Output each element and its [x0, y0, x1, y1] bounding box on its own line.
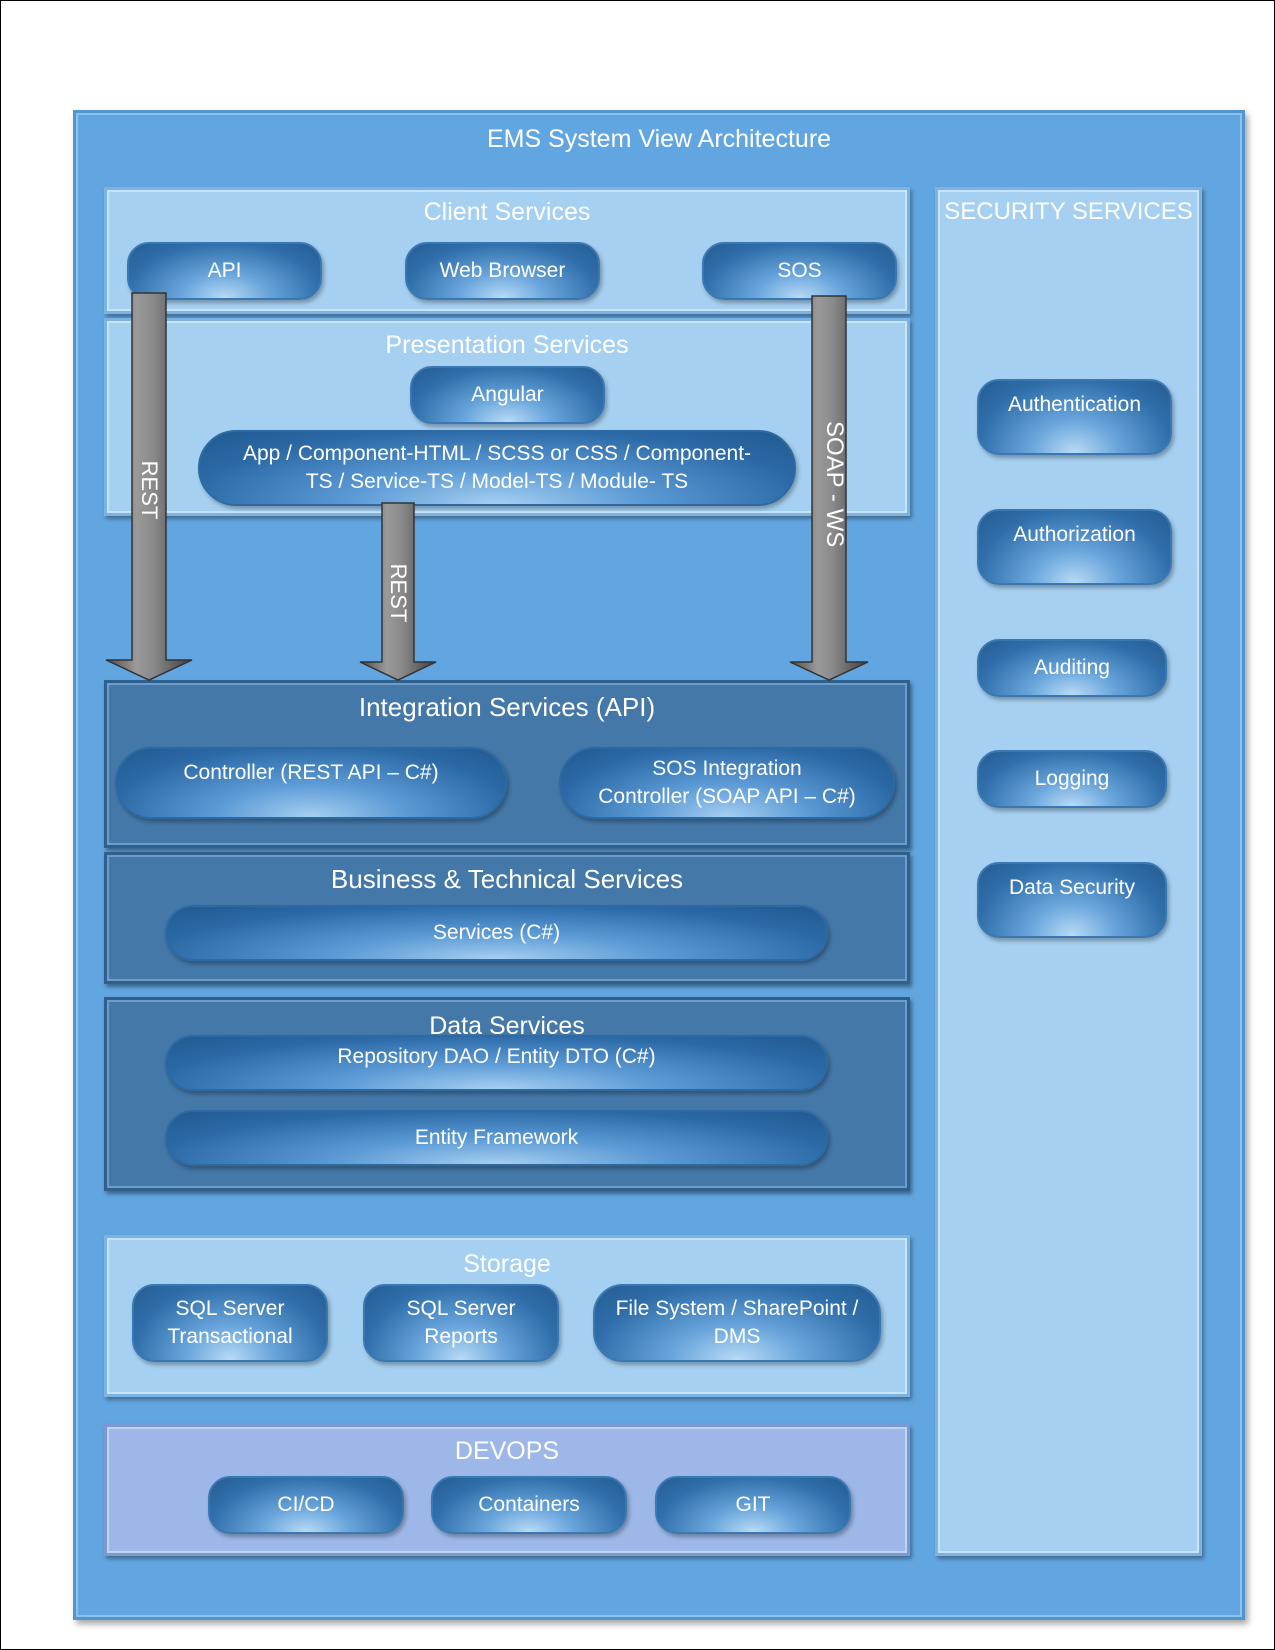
rest-middle-label: REST	[386, 563, 411, 623]
repository-node: Repository DAO / Entity DTO (C#)	[165, 1035, 828, 1091]
cicd-node: CI/CD	[208, 1476, 404, 1534]
sql-reports-line2: Reports	[424, 1325, 498, 1348]
rest-left-label: REST	[137, 460, 162, 520]
services-node: Services (C#)	[165, 905, 828, 961]
file-system-line2: DMS	[713, 1325, 761, 1348]
sql-transactional-line1: SQL Server	[175, 1296, 285, 1320]
app-components-line1: App / Component-HTML / SCSS or CSS / Com…	[242, 441, 752, 465]
api-client-node: API	[127, 242, 322, 300]
sql-transactional-line2: Transactional	[167, 1325, 293, 1348]
data-security-node: Data Security	[977, 862, 1167, 938]
web-browser-node: Web Browser	[405, 242, 600, 300]
git-node: GIT	[655, 1476, 851, 1534]
authentication-node: Authentication	[977, 379, 1172, 455]
file-system-node: File System / SharePoint / DMS	[593, 1284, 881, 1362]
app-components-line2: TS / Service-TS / Model-TS / Module- TS	[305, 470, 689, 493]
soap-label: SOAP - WS	[821, 421, 848, 548]
security-services-title: SECURITY SERVICES	[944, 198, 1193, 225]
entity-framework-node: Entity Framework	[165, 1110, 828, 1166]
logging-node: Logging	[977, 750, 1167, 808]
sos-integration-controller-node: SOS Integration Controller (SOAP API – C…	[559, 747, 895, 819]
presentation-services-title: Presentation Services	[385, 331, 629, 359]
sql-transactional-node: SQL Server Transactional	[132, 1284, 328, 1362]
business-services-title: Business & Technical Services	[330, 864, 684, 894]
sql-reports-line1: SQL Server	[406, 1296, 516, 1320]
devops-title: DEVOPS	[454, 1437, 560, 1465]
sos-client-node: SOS	[702, 242, 897, 300]
file-system-line1: File System / SharePoint /	[615, 1296, 859, 1320]
diagram-title: EMS System View Architecture	[486, 125, 832, 153]
containers-node: Containers	[431, 1476, 627, 1534]
storage-title: Storage	[463, 1250, 551, 1278]
app-components-node: App / Component-HTML / SCSS or CSS / Com…	[198, 430, 796, 506]
auditing-node: Auditing	[977, 639, 1167, 697]
sos-integration-line2: Controller (SOAP API – C#)	[598, 785, 856, 808]
integration-services-panel: Integration Services (API)	[104, 680, 910, 848]
sql-reports-node: SQL Server Reports	[363, 1284, 559, 1362]
client-services-title: Client Services	[423, 198, 591, 226]
integration-services-title: Integration Services (API)	[358, 692, 656, 722]
rest-controller-node: Controller (REST API – C#)	[115, 747, 507, 819]
angular-node: Angular	[410, 366, 605, 424]
sos-integration-line1: SOS Integration	[652, 756, 802, 780]
authorization-node: Authorization	[977, 509, 1172, 585]
